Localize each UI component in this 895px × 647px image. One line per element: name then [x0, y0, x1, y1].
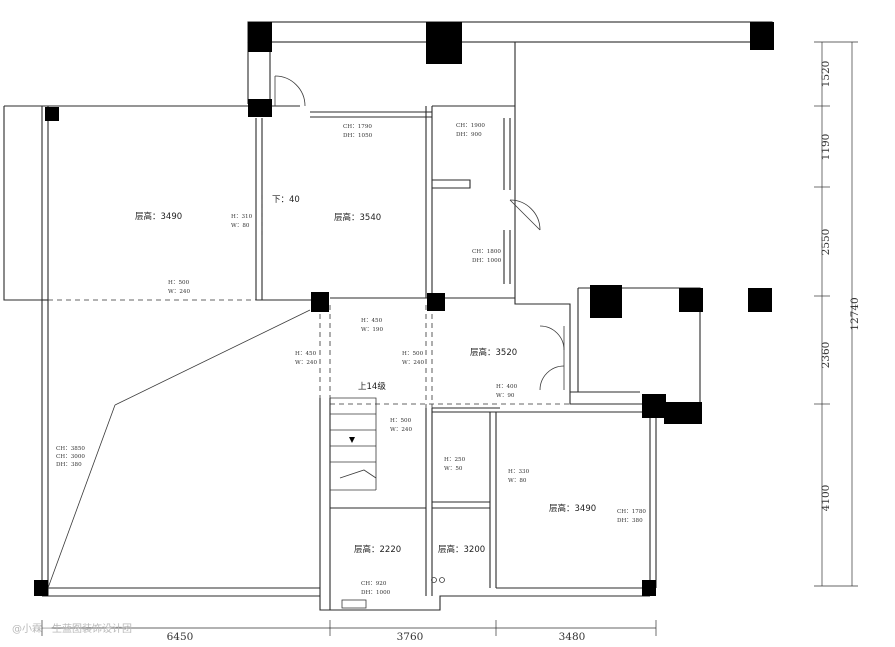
appliance-symbols: [431, 577, 445, 583]
opening-label: CH：3850: [56, 446, 85, 452]
opening-label: W：240: [168, 289, 190, 295]
opening-label: H：500: [168, 280, 190, 286]
opening-label: H：250: [444, 457, 466, 463]
dimension-label: 2550: [820, 229, 832, 256]
total-dimension-label: 12740: [849, 297, 861, 330]
opening-label: H：500: [402, 351, 424, 357]
opening-label: CH：1800: [472, 249, 501, 255]
opening-label: CH：3000: [56, 454, 85, 460]
room-label: 层高：3490: [135, 211, 182, 222]
dimension-lines: [41, 41, 858, 636]
opening-label: H：450: [361, 318, 383, 324]
opening-label: H：310: [231, 214, 253, 220]
doors: [274, 75, 565, 609]
opening-label: W：190: [361, 327, 383, 333]
dimension-label: 2360: [820, 342, 832, 369]
dimension-label: 6450: [167, 631, 194, 643]
opening-label: DH：1000: [472, 258, 502, 264]
dimension-label: 1520: [820, 61, 832, 88]
opening-label: H：450: [295, 351, 317, 357]
opening-label: W：80: [231, 223, 250, 229]
room-label: 层高：3200: [438, 544, 485, 555]
stairs-up-note: 上14级: [358, 381, 386, 392]
opening-label: DH：1000: [361, 590, 391, 596]
opening-label: DH：380: [617, 518, 643, 524]
dimension-label: 3480: [559, 631, 586, 643]
dimension-label: 3760: [397, 631, 424, 643]
room-label: 层高：3490: [549, 503, 596, 514]
opening-label: DH：380: [56, 462, 82, 468]
opening-label: W：240: [390, 427, 412, 433]
right-dimension-labels: 1520 1190 2550 2360 4100 12740: [820, 61, 861, 512]
opening-label: H：330: [508, 469, 530, 475]
opening-annotations: CH：1790 DH：1050 CH：1900 DH：900 H：310 W：8…: [56, 123, 646, 596]
dashed-lines: [48, 190, 570, 408]
opening-label: H：400: [496, 384, 518, 390]
opening-label: W：90: [496, 393, 515, 399]
opening-label: DH：900: [456, 132, 482, 138]
opening-label: DH：1050: [343, 133, 373, 139]
dimension-label: 4100: [820, 485, 832, 512]
watermark: @小霖一生蓝图装饰设计团: [12, 622, 132, 635]
room-labels: 层高：3490 层高：3540 层高：3520 层高：2220 层高：3200 …: [135, 195, 596, 555]
opening-label: W：80: [508, 478, 527, 484]
exterior-walls: [3, 21, 773, 611]
dimension-label: 1190: [820, 134, 832, 161]
bottom-dimension-labels: 6450 3760 3480: [167, 631, 586, 643]
structural-columns: [34, 22, 774, 596]
opening-label: W：240: [295, 360, 317, 366]
opening-label: W：240: [402, 360, 424, 366]
opening-label: W：50: [444, 466, 463, 472]
opening-label: H：500: [390, 418, 412, 424]
interior-walls: [42, 105, 650, 610]
opening-label: CH：1780: [617, 509, 646, 515]
room-label: 层高：3520: [470, 347, 517, 358]
opening-label: CH：920: [361, 581, 387, 587]
room-label: 层高：3540: [334, 212, 381, 223]
stair-arrow: [349, 437, 355, 443]
opening-label: CH：1900: [456, 123, 485, 129]
room-label: 层高：2220: [354, 544, 401, 555]
step-down-note: 下：40: [272, 195, 300, 205]
opening-label: CH：1790: [343, 124, 372, 130]
